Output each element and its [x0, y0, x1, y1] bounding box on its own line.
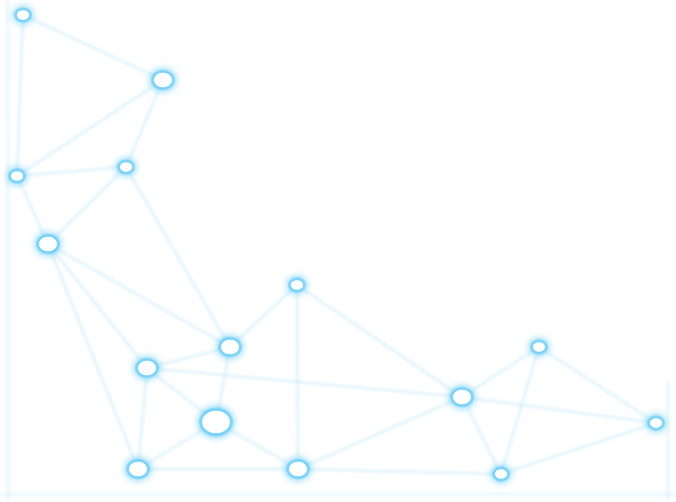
network-link: [22, 13, 164, 82]
network-link: [47, 242, 231, 349]
network-link: [46, 243, 140, 470]
network-link: [297, 467, 502, 476]
network-link: [146, 345, 231, 370]
network-node: [8, 168, 26, 184]
network-node: [151, 69, 175, 91]
network-node: [36, 233, 60, 255]
network-link: [538, 345, 657, 425]
network-node: [450, 386, 474, 408]
network-link: [124, 166, 232, 348]
network-link: [46, 243, 149, 369]
network-node: [126, 458, 150, 480]
network-node: [14, 7, 32, 23]
network-link: [16, 78, 164, 178]
network-node: [530, 339, 548, 355]
network-node: [647, 415, 665, 431]
network-node: [286, 458, 310, 480]
network-link: [46, 165, 128, 246]
network-link: [146, 366, 463, 399]
network-link: [500, 421, 657, 476]
network-node: [288, 277, 306, 293]
network-link: [228, 283, 299, 349]
network-node: [199, 407, 233, 437]
network-link: [461, 345, 540, 399]
network-link: [16, 165, 127, 178]
network-link: [297, 395, 463, 471]
network-node: [218, 336, 242, 358]
network-nodes: [8, 7, 665, 482]
network-link: [15, 14, 25, 177]
network-node: [135, 357, 159, 379]
network-link: [296, 283, 463, 399]
network-link: [461, 395, 657, 425]
network-link: [15, 175, 50, 245]
network-link: [136, 367, 149, 470]
network-link: [460, 396, 503, 475]
network-link: [295, 284, 300, 470]
network-link: [124, 79, 165, 168]
network-node: [117, 159, 135, 175]
network-node: [492, 466, 510, 482]
network-link: [499, 346, 541, 475]
